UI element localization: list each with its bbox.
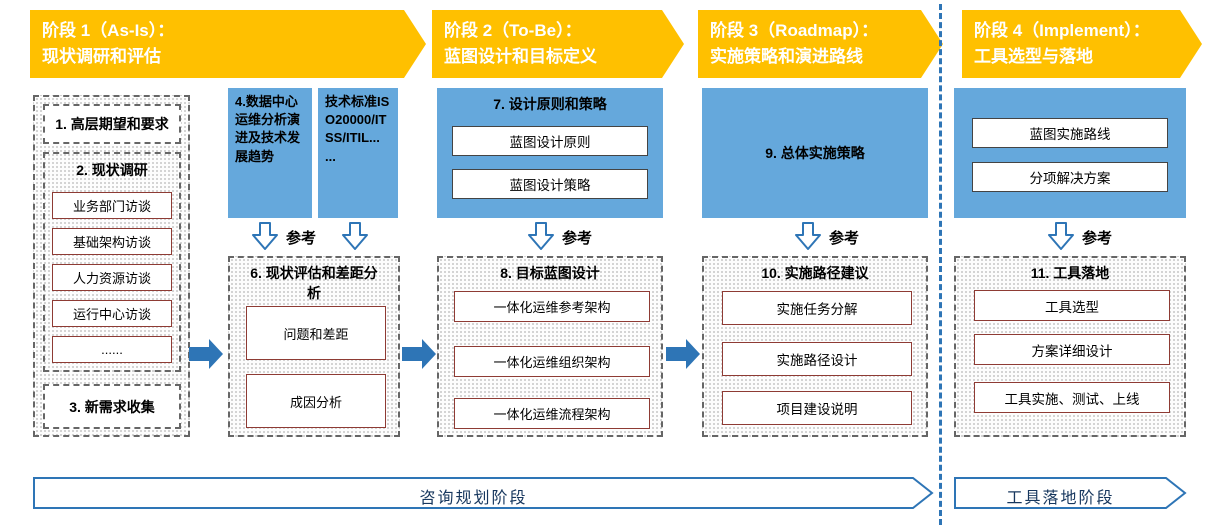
flow-right-arrow-icon (402, 339, 436, 369)
new-requirements-box: 3. 新需求收集 (43, 384, 181, 429)
ref-label: 参考 (829, 230, 860, 247)
landing-stage-arrow: 工具落地阶段 (954, 477, 1187, 509)
phase-4-title-line1: 阶段 4（Implement）： (974, 21, 1150, 40)
down-arrow-icon (795, 222, 821, 250)
tool-item: 工具实施、测试、上线 (974, 382, 1170, 413)
ref-box-standards: 技术标准ISO20000/ITSS/ITIL... ... (318, 88, 398, 218)
gap-analysis-box: 6. 现状评估和差距分析 问题和差距 成因分析 (228, 256, 400, 437)
stage-arrow-shape (954, 477, 1187, 509)
phase-banner-4: 阶段 4（Implement）： 工具选型与落地 (962, 10, 1202, 78)
survey-title: 2. 现状调研 (76, 162, 148, 178)
down-arrow-icon (342, 222, 368, 250)
path-item: 实施路径设计 (722, 342, 912, 376)
design-principles-item: 蓝图设计策略 (452, 169, 648, 199)
tool-landing-title: 11. 工具落地 (1030, 265, 1110, 281)
phase-1-title-line1: 阶段 1（As-Is）： (42, 21, 175, 40)
blueprint-design-box: 8. 目标蓝图设计 一体化运维参考架构 一体化运维组织架构 一体化运维流程架构 (437, 256, 663, 437)
design-principles-title: 7. 设计原则和策略 (493, 96, 607, 112)
blueprint-item: 一体化运维组织架构 (454, 346, 650, 377)
phase-3-title-line1: 阶段 3（Roadmap）： (710, 21, 879, 40)
survey-item-more: ...... (52, 336, 172, 363)
tool-landing-box: 11. 工具落地 工具选型 方案详细设计 工具实施、测试、上线 (954, 256, 1186, 437)
landing-stage-label: 工具落地阶段 (1006, 490, 1115, 507)
overall-strategy-box: 9. 总体实施策略 (702, 88, 928, 218)
phase-divider-line (939, 4, 942, 525)
ref-box-datacenter-trends: 4.数据中心运维分析演进及技术发展趋势 (228, 88, 312, 218)
ref-label: 参考 (562, 230, 593, 247)
phase-1-title-line2: 现状调研和评估 (42, 46, 161, 66)
consulting-stage-label: 咨询规划阶段 (419, 490, 528, 507)
implement-top-item: 蓝图实施路线 (972, 118, 1168, 148)
phase-4-title-line2: 工具选型与落地 (974, 46, 1093, 66)
implementation-path-title: 10. 实施路径建议 (761, 265, 869, 281)
survey-item: 人力资源访谈 (52, 264, 172, 291)
consulting-stage-arrow: 咨询规划阶段 (33, 477, 934, 509)
survey-item: 运行中心访谈 (52, 300, 172, 327)
design-principles-item: 蓝图设计原则 (452, 126, 648, 156)
survey-item: 业务部门访谈 (52, 192, 172, 219)
gap-item: 问题和差距 (246, 306, 386, 360)
implement-top-item: 分项解决方案 (972, 162, 1168, 192)
phase-banner-3: 阶段 3（Roadmap）： 实施策略和演进路线 (698, 10, 943, 78)
down-arrow-icon (528, 222, 554, 250)
gap-item: 成因分析 (246, 374, 386, 428)
path-item: 项目建设说明 (722, 391, 912, 425)
survey-item: 基础架构访谈 (52, 228, 172, 255)
down-arrow-icon (1048, 222, 1074, 250)
tool-item: 工具选型 (974, 290, 1170, 321)
phase-2-title-line2: 蓝图设计和目标定义 (444, 46, 597, 66)
phase-banner-1: 阶段 1（As-Is）： 现状调研和评估 (30, 10, 426, 78)
flow-right-arrow-icon (189, 339, 223, 369)
phase-2-title-line1: 阶段 2（To-Be）： (444, 21, 582, 40)
as-is-container: 1. 高层期望和要求 2. 现状调研 业务部门访谈 基础架构访谈 人力资源访谈 … (33, 95, 190, 437)
blueprint-item: 一体化运维参考架构 (454, 291, 650, 322)
tool-item: 方案详细设计 (974, 334, 1170, 365)
gap-analysis-title: 6. 现状评估和差距分析 (250, 265, 378, 301)
implement-top-box: 蓝图实施路线 分项解决方案 (954, 88, 1186, 218)
phase-banner-2: 阶段 2（To-Be）： 蓝图设计和目标定义 (432, 10, 684, 78)
path-item: 实施任务分解 (722, 291, 912, 325)
flow-right-arrow-icon (666, 339, 700, 369)
ref-label: 参考 (1082, 230, 1113, 247)
implementation-path-box: 10. 实施路径建议 实施任务分解 实施路径设计 项目建设说明 (702, 256, 928, 437)
blueprint-design-title: 8. 目标蓝图设计 (500, 265, 600, 281)
down-arrow-icon (252, 222, 278, 250)
stage-arrow-shape (33, 477, 934, 509)
survey-box: 2. 现状调研 业务部门访谈 基础架构访谈 人力资源访谈 运行中心访谈 ....… (43, 152, 181, 372)
design-principles-box: 7. 设计原则和策略 蓝图设计原则 蓝图设计策略 (437, 88, 663, 218)
expectations-box: 1. 高层期望和要求 (43, 104, 181, 144)
ref-label: 参考 (286, 230, 317, 247)
blueprint-item: 一体化运维流程架构 (454, 398, 650, 429)
phase-3-title-line2: 实施策略和演进路线 (710, 46, 863, 66)
